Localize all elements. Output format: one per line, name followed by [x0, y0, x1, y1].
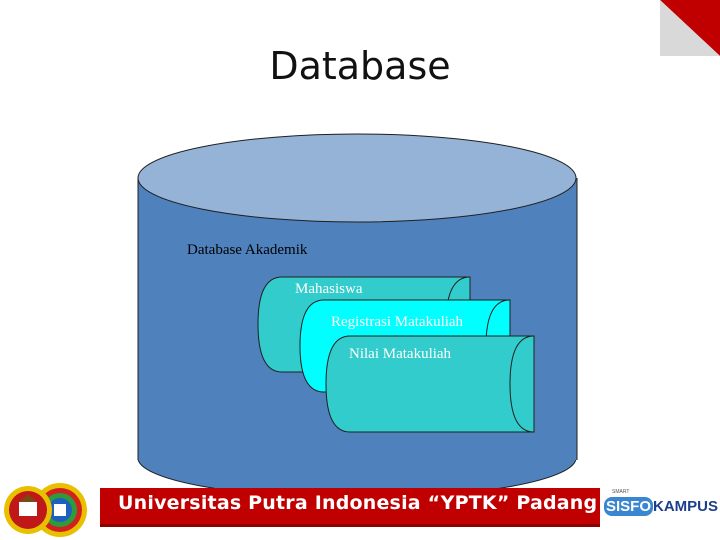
card-label-nilai: Nilai Matakuliah — [349, 346, 452, 362]
container-label: Database Akademik — [187, 242, 308, 258]
university-seal-icon — [4, 483, 87, 537]
logo-tagline: SMART — [612, 489, 630, 495]
cylinder-top — [137, 133, 577, 223]
slide-title: Database — [269, 44, 451, 88]
card-label-mahasiswa: Mahasiswa — [295, 281, 363, 297]
card-label-registrasi: Registrasi Matakuliah — [331, 314, 464, 330]
corner-decoration — [660, 0, 720, 56]
logo-right: KAMPUS — [653, 498, 719, 515]
data-card-nilai: Nilai Matakuliah — [325, 335, 535, 433]
logo-left: SISFO — [604, 497, 654, 516]
university-name: Universitas Putra Indonesia “YPTK” Padan… — [118, 492, 598, 514]
footer-banner — [4, 483, 720, 537]
